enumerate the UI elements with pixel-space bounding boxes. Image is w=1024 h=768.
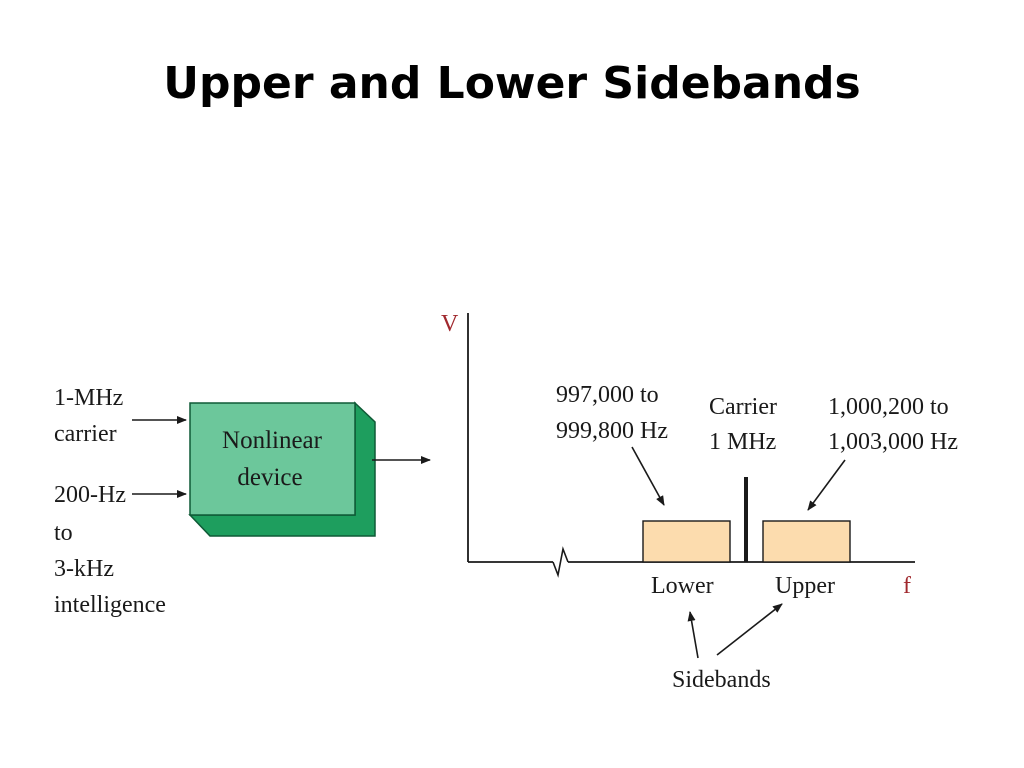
lower-range-line2: 999,800 Hz [556,418,668,444]
upper-range-line2: 1,003,000 Hz [828,429,958,455]
carrier-input-label-line1: 1-MHz [54,385,123,411]
upper-sideband-box [762,520,851,563]
device-label-line2: device [237,464,302,491]
lower-range-arrow [631,446,665,506]
upper-band-label: Upper [775,573,835,599]
page-title: Upper and Lower Sidebands [163,58,861,109]
lower-sideband-box [642,520,731,563]
sidebands-label: Sidebands [672,667,771,693]
device-label-line1: Nonlinear [222,427,323,454]
device-block-front [189,402,356,516]
intelligence-input-label-line2: to [54,520,73,546]
carrier-input-label-line2: carrier [54,421,117,447]
upper-range-arrow [807,459,846,511]
intelligence-input-label-line4: intelligence [54,592,166,618]
carrier-annotation-line1: Carrier [709,394,777,420]
axis-break-symbol [552,546,569,578]
carrier-annotation-line2: 1 MHz [709,429,776,455]
intelligence-input-label-line3: 3-kHz [54,556,114,582]
carrier-line [744,477,748,562]
y-axis-label: V [441,311,459,337]
intelligence-input-label-line1: 200-Hz [54,482,126,508]
lower-band-label: Lower [651,573,714,599]
lower-range-line1: 997,000 to [556,382,659,408]
upper-range-line1: 1,000,200 to [828,394,949,420]
sidebands-arrow-lower [687,611,699,659]
x-axis-label: f [903,573,911,599]
sidebands-arrow-upper [716,603,783,656]
